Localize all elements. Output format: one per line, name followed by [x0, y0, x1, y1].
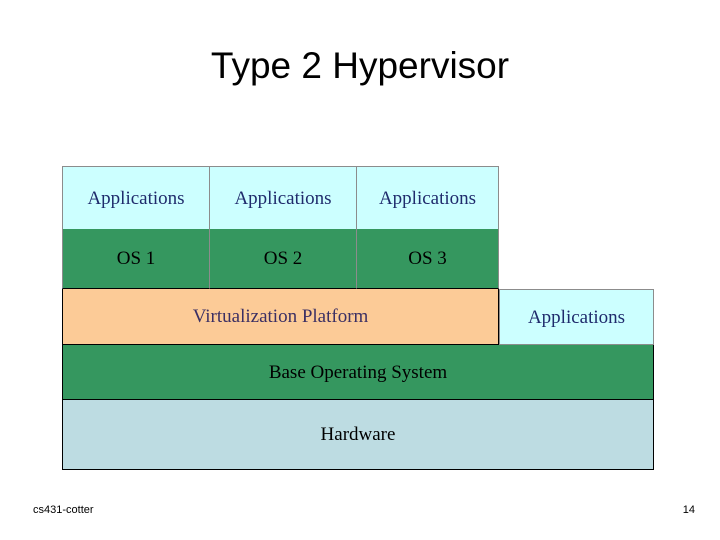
guest-os-box-3: OS 3 [356, 229, 499, 289]
guest-applications-box-2: Applications [209, 166, 357, 229]
footer-course-label: cs431-cotter [33, 504, 94, 516]
guest-os-box-1: OS 1 [62, 229, 210, 289]
guest-applications-box-1: Applications [62, 166, 210, 229]
guest-os-box-2: OS 2 [209, 229, 357, 289]
hypervisor-stack-diagram: Applications OS 1 Applications OS 2 Appl… [62, 166, 654, 470]
host-applications-box: Applications [499, 289, 654, 345]
page-title: Type 2 Hypervisor [210, 45, 510, 86]
footer-page-number: 14 [682, 504, 695, 516]
hardware-box: Hardware [62, 400, 654, 470]
base-operating-system-box: Base Operating System [62, 345, 654, 400]
virtualization-platform-box: Virtualization Platform [62, 289, 499, 345]
guest-applications-box-3: Applications [356, 166, 499, 229]
